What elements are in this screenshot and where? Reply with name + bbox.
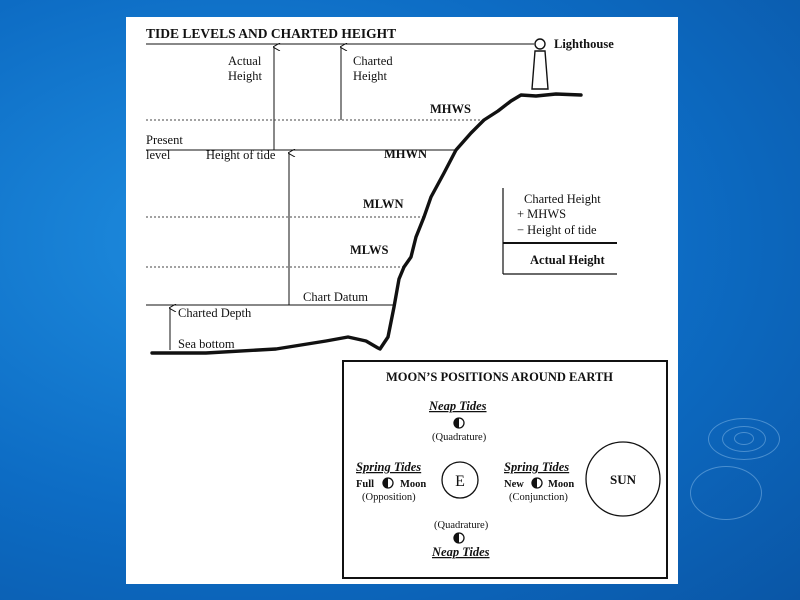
spring-tides-right-label: Spring Tides: [504, 460, 569, 474]
ripple-decoration: [690, 466, 762, 520]
charted-height-label-2: Height: [353, 69, 388, 83]
lighthouse-icon: [531, 38, 549, 90]
sun-circle: [585, 441, 661, 517]
present-level-label-1: Present: [146, 133, 183, 147]
formula-result: Actual Height: [530, 253, 605, 267]
formula-box: [502, 188, 617, 275]
neap-tides-bottom-label: Neap Tides: [431, 545, 490, 559]
full-moon-label: Full: [356, 479, 374, 490]
moon-box-title: MOON’S POSITIONS AROUND EARTH: [386, 370, 613, 384]
diagram-panel: TIDE LEVELS AND CHARTED HEIGHT Lighthous…: [126, 17, 678, 584]
moon-right-label: Moon: [548, 479, 574, 490]
new-moon-icon: [531, 477, 543, 489]
formula-line-1: Charted Height: [524, 192, 601, 206]
spring-tides-left-label: Spring Tides: [356, 460, 421, 474]
tide-diagram: TIDE LEVELS AND CHARTED HEIGHT Lighthous…: [146, 26, 668, 579]
charted-height-label-1: Charted: [353, 54, 393, 68]
lighthouse-label: Lighthouse: [554, 37, 614, 51]
actual-height-label-1: Actual: [228, 54, 262, 68]
mlwn-label: MLWN: [363, 197, 404, 211]
moon-left-label: Moon: [400, 479, 426, 490]
earth-circle: [441, 461, 479, 499]
mlws-label: MLWS: [350, 243, 388, 257]
quadrature-bottom-label: (Quadrature): [434, 520, 489, 531]
ripple-decoration: [708, 418, 780, 460]
charted-depth-label: Charted Depth: [178, 306, 252, 320]
seabed-and-cliff-profile: [150, 92, 583, 355]
formula-line-2: + MHWS: [517, 207, 566, 221]
quadrature-top-label: (Quadrature): [432, 432, 487, 443]
mhws-label: MHWS: [430, 102, 471, 116]
conjunction-label: (Conjunction): [509, 492, 568, 503]
present-level-label-2: level: [146, 148, 171, 162]
quarter-moon-bottom-icon: [453, 532, 465, 544]
sea-bottom-label: Sea bottom: [178, 337, 235, 351]
ripple-decoration: [722, 426, 766, 452]
ripple-decoration: [734, 432, 754, 445]
earth-label: E: [455, 473, 465, 490]
full-moon-icon: [382, 477, 394, 489]
neap-tides-top-label: Neap Tides: [428, 399, 487, 413]
diagram-title: TIDE LEVELS AND CHARTED HEIGHT: [146, 26, 396, 41]
quarter-moon-top-icon: [453, 417, 465, 429]
formula-line-3: − Height of tide: [517, 223, 597, 237]
chart-datum-label: Chart Datum: [303, 290, 368, 304]
opposition-label: (Opposition): [362, 492, 416, 503]
mhwn-label: MHWN: [384, 147, 427, 161]
new-moon-label: New: [504, 479, 524, 490]
height-of-tide-label: Height of tide: [206, 148, 276, 162]
actual-height-label-2: Height: [228, 69, 263, 83]
sun-label: SUN: [610, 472, 637, 487]
